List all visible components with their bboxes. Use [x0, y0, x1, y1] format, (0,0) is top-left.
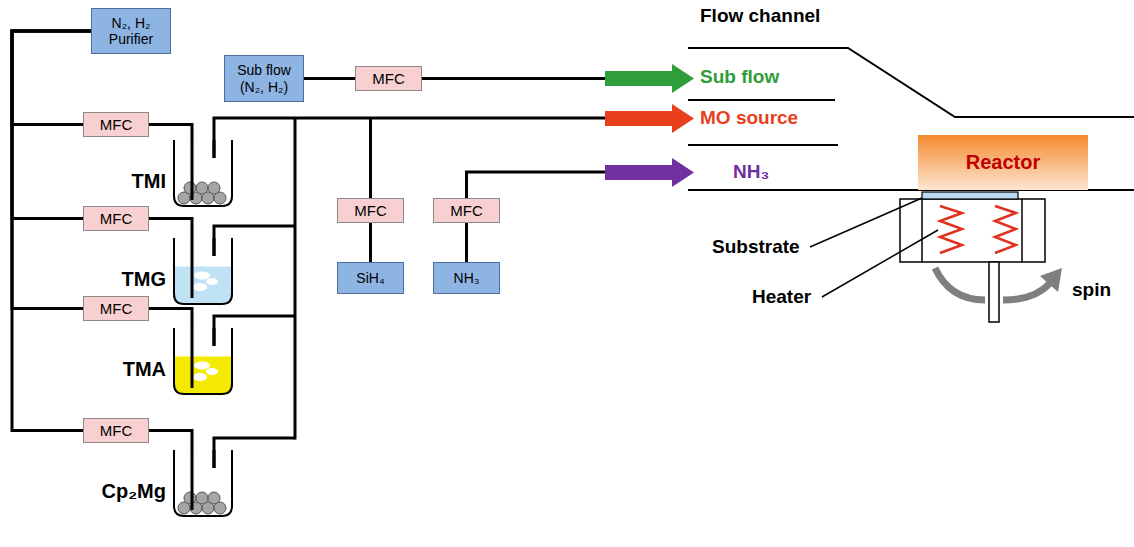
channel-title: Flow channel — [700, 5, 820, 27]
reactor-box: Reactor — [918, 135, 1088, 190]
bubbler: TMI — [172, 140, 234, 208]
gas-line — [149, 309, 192, 329]
part-name: Substrate — [712, 236, 800, 258]
sub-flow-arrow — [605, 64, 694, 93]
box-label: Sub flow (N₂, H₂) — [225, 62, 303, 94]
source-name: TMA — [123, 358, 166, 380]
bubbler: Cp₂Mg — [172, 450, 234, 518]
bubbler: TMG — [172, 238, 234, 306]
box-label: MFC — [372, 70, 405, 87]
mo-source-arrow — [605, 104, 694, 133]
gas-line — [149, 219, 192, 239]
source-name: TMG — [122, 268, 166, 290]
gas-line — [12, 31, 91, 431]
gas-source-box: NH₃ — [433, 262, 500, 294]
gas-line — [12, 31, 91, 309]
gas-line — [465, 223, 468, 262]
bubbler-vessel — [172, 450, 234, 518]
part-name: Heater — [752, 286, 811, 308]
box-label: MFC — [100, 210, 133, 227]
bubbler-vessel — [172, 328, 234, 396]
box-label: MFC — [100, 422, 133, 439]
mass-flow-controller: MFC — [433, 198, 500, 223]
gas-lines — [214, 79, 605, 469]
box-label: MFC — [354, 202, 387, 219]
flow-name: Sub flow — [700, 66, 779, 88]
box-label: NH₃ — [454, 270, 480, 286]
nh3-arrow — [605, 158, 694, 187]
box-label: MFC — [100, 300, 133, 317]
box-label: Reactor — [966, 151, 1040, 174]
box-label: MFC — [100, 116, 133, 133]
gas-source-box: N₂, H₂ Purifier — [91, 8, 171, 54]
leader-lines — [810, 198, 938, 297]
motion-label: spin — [1072, 279, 1111, 301]
mass-flow-controller: MFC — [83, 112, 149, 137]
gas-source-box: SiH₄ — [337, 262, 404, 294]
gas-source-box: Sub flow (N₂, H₂) — [224, 55, 304, 102]
mass-flow-controller: MFC — [83, 206, 149, 231]
gas-line — [369, 223, 372, 262]
bubbler-vessel — [172, 238, 234, 306]
gas-line — [12, 31, 91, 125]
box-label: MFC — [450, 202, 483, 219]
box-label: N₂, H₂ Purifier — [92, 15, 170, 47]
source-name: TMI — [132, 170, 166, 192]
flow-name: NH₃ — [733, 161, 769, 183]
flow-channel — [688, 48, 1134, 190]
bubbler: TMA — [172, 328, 234, 396]
mass-flow-controller: MFC — [83, 418, 149, 443]
bubbler-vessel — [172, 140, 234, 208]
box-label: SiH₄ — [356, 270, 384, 286]
spin-arrow — [935, 268, 1062, 300]
mass-flow-controller: MFC — [83, 296, 149, 321]
source-name: Cp₂Mg — [102, 480, 166, 502]
gas-line — [149, 125, 192, 141]
susceptor — [900, 192, 1045, 322]
gas-line — [304, 77, 355, 80]
mass-flow-controller: MFC — [355, 66, 422, 91]
gas-line — [12, 31, 91, 219]
mass-flow-controller: MFC — [337, 198, 404, 223]
gas-line — [149, 431, 192, 451]
flow-name: MO source — [700, 107, 798, 129]
